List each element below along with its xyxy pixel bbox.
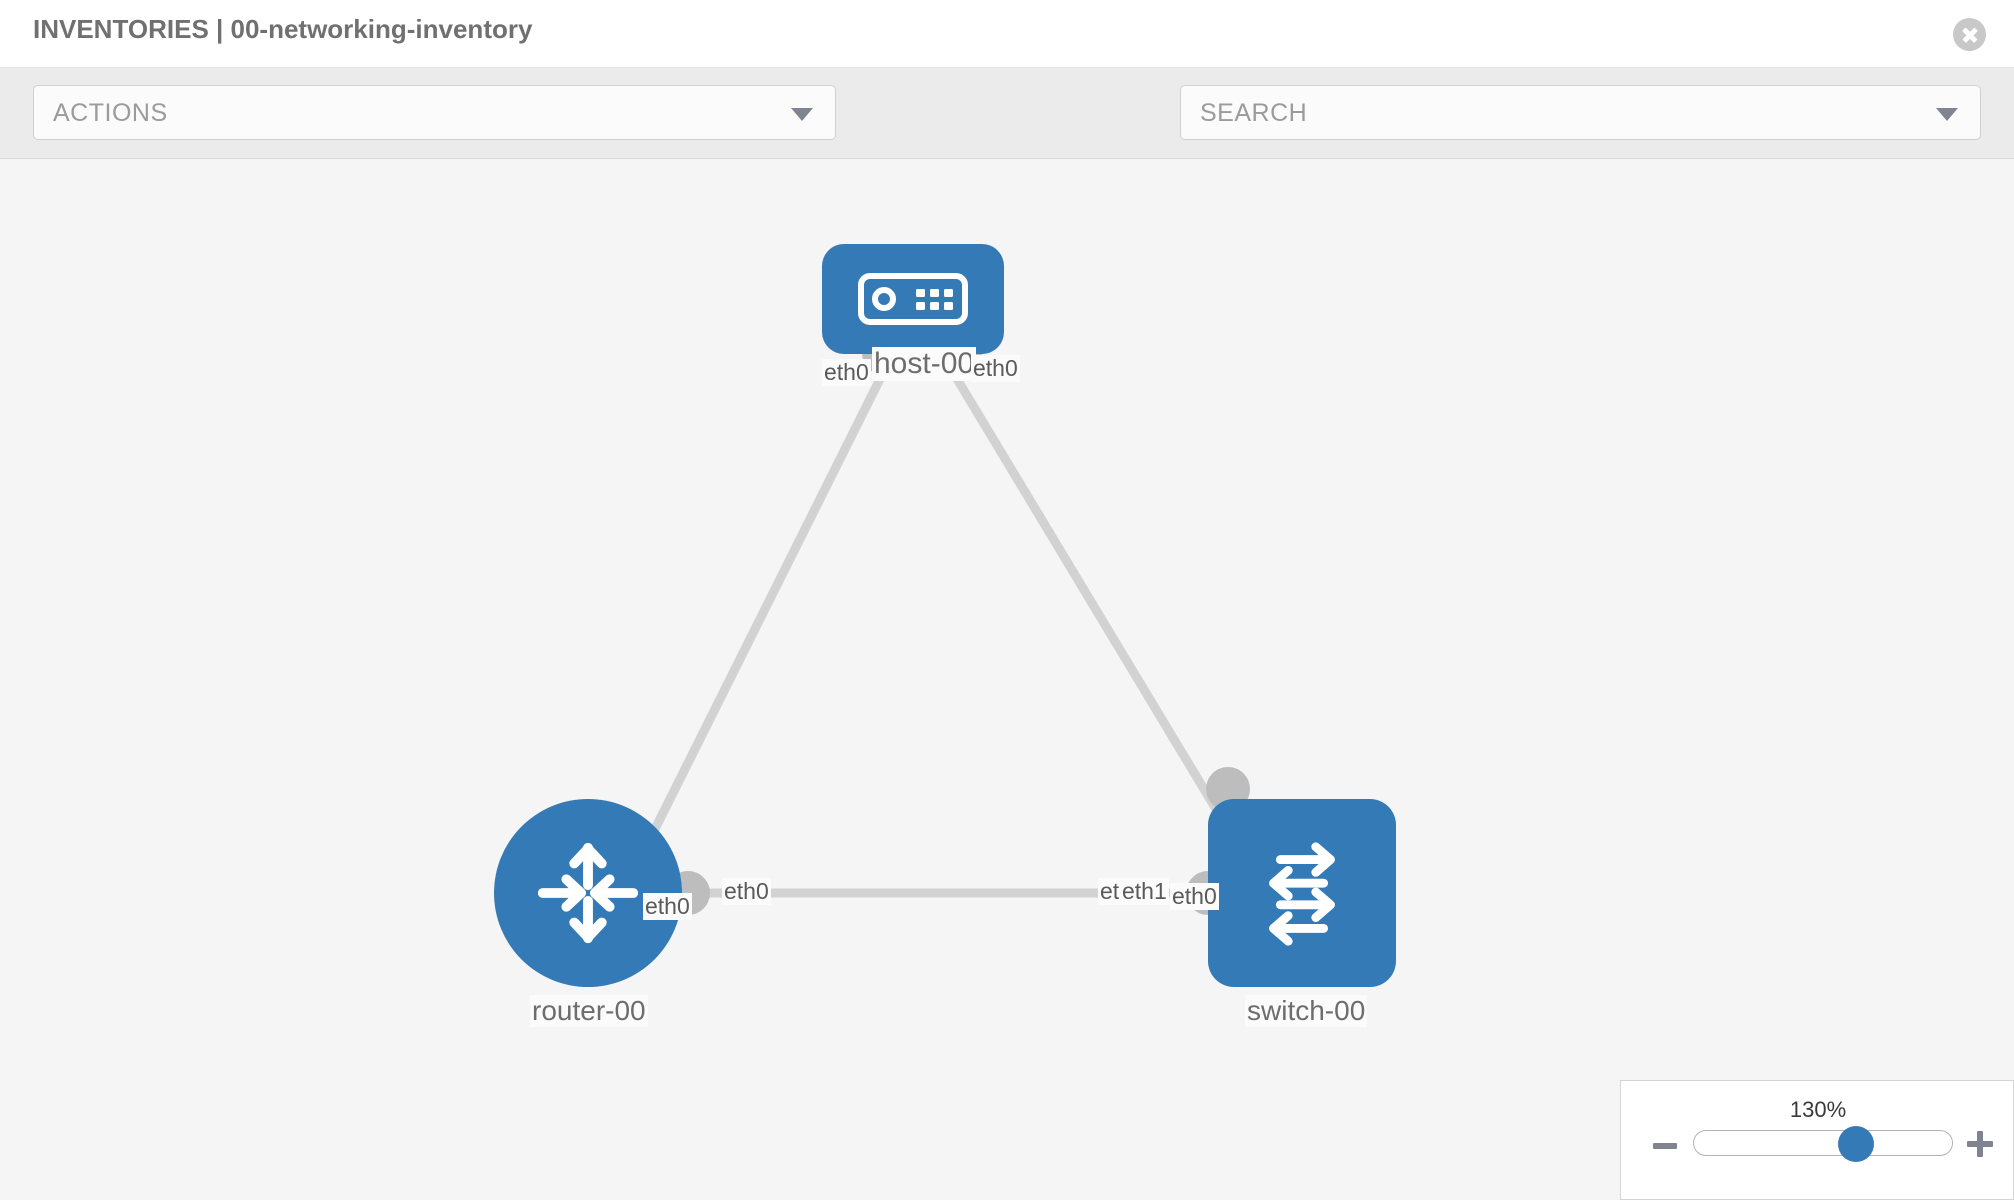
chevron-down-icon <box>1936 108 1958 121</box>
port-label-router-top: eth0 <box>643 893 692 920</box>
node-switch-00-label: switch-00 <box>1245 995 1368 1027</box>
page-title: INVENTORIES | 00-networking-inventory <box>33 14 533 44</box>
node-router-00-label: router-00 <box>530 995 648 1027</box>
zoom-control-panel: 130% <box>1620 1080 2014 1200</box>
link-host-switch <box>941 356 1244 852</box>
search-input[interactable]: SEARCH <box>1180 85 1981 140</box>
zoom-slider-track[interactable] <box>1693 1126 1953 1162</box>
node-switch-00[interactable] <box>1208 799 1396 987</box>
port-label-host-right: eth0 <box>971 355 1020 382</box>
link-host-router <box>635 356 895 862</box>
plus-icon-vertical <box>1977 1131 1983 1157</box>
node-host-00-shape[interactable] <box>822 244 1004 354</box>
zoom-slider-thumb[interactable] <box>1838 1126 1874 1162</box>
actions-dropdown-label: ACTIONS <box>53 99 168 127</box>
node-host-00-label: host-00 <box>872 347 977 381</box>
port-label-switch-left: eth1 <box>1120 878 1169 905</box>
node-host-00[interactable] <box>822 244 1004 354</box>
topology-links <box>635 356 1244 898</box>
minus-icon[interactable] <box>1653 1143 1677 1149</box>
chevron-down-icon <box>791 108 813 121</box>
port-label-router-right: eth0 <box>722 878 771 905</box>
topology-canvas[interactable]: host-00 eth0 eth0 router-00 eth0 eth0 <box>0 159 2014 1200</box>
port-label-host-left: eth0 <box>822 359 871 386</box>
router-arrows-icon <box>537 842 639 944</box>
zoom-percent-label: 130% <box>1789 1097 1847 1122</box>
node-switch-00-shape[interactable] <box>1208 799 1396 987</box>
switch-arrows-icon <box>1269 842 1335 946</box>
server-device-icon <box>858 273 968 325</box>
close-icon[interactable] <box>1953 18 1986 51</box>
toolbar: ACTIONS SEARCH <box>0 68 2014 203</box>
search-placeholder: SEARCH <box>1200 99 1308 127</box>
page-header: INVENTORIES | 00-networking-inventory <box>0 0 2014 68</box>
plus-icon[interactable] <box>1967 1131 1993 1157</box>
port-label-switch-top: eth0 <box>1170 883 1219 910</box>
actions-dropdown[interactable]: ACTIONS <box>33 85 836 140</box>
